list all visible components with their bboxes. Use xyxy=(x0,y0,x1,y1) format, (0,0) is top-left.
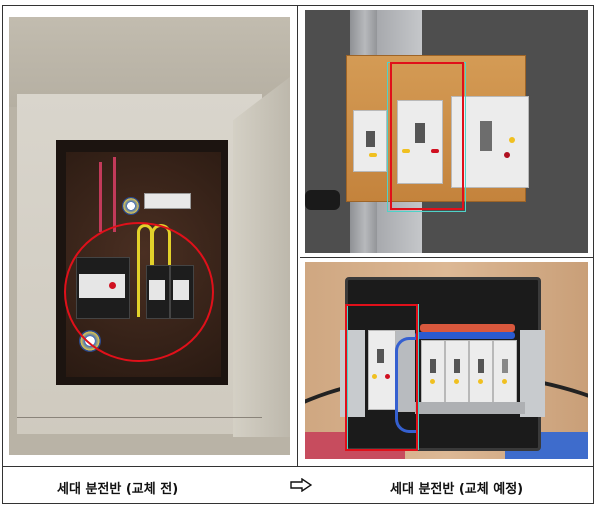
terminal-strip xyxy=(415,402,525,414)
wall xyxy=(9,17,290,107)
right-panel-divider xyxy=(300,257,594,258)
breaker-module xyxy=(353,110,387,172)
highlight-rectangle xyxy=(390,62,464,210)
red-wire xyxy=(99,162,102,232)
bus-bar xyxy=(415,332,515,339)
label-sticker xyxy=(144,193,191,209)
bus-bar xyxy=(420,324,515,332)
caption-after: 세대 분전반 (교체 예정) xyxy=(390,482,524,497)
right-arrow-icon xyxy=(290,478,312,492)
blue-wire xyxy=(395,337,418,433)
red-wire xyxy=(113,157,116,232)
vertical-divider xyxy=(297,5,298,467)
branch-breaker-2 xyxy=(445,340,469,404)
branch-breaker-1 xyxy=(421,340,445,404)
photo-panel-replacement-module xyxy=(305,10,588,253)
caption-divider xyxy=(2,466,594,467)
mounting-bracket xyxy=(340,330,365,417)
frame-seam xyxy=(17,417,262,418)
main-breaker-module xyxy=(451,96,529,188)
photo-panel-before xyxy=(9,17,290,455)
photo-panel-new-box xyxy=(305,262,588,459)
branch-breaker-3 xyxy=(469,340,493,404)
caption-before: 세대 분전반 (교체 전) xyxy=(57,482,179,497)
branch-breaker-4 xyxy=(493,340,517,404)
inspection-sticker xyxy=(122,197,140,215)
earth-leakage-breaker-highlighted xyxy=(397,100,443,184)
highlight-circle xyxy=(64,222,214,362)
handle xyxy=(305,190,340,210)
highlight-rectangle xyxy=(345,304,418,451)
panel-door xyxy=(233,77,290,437)
